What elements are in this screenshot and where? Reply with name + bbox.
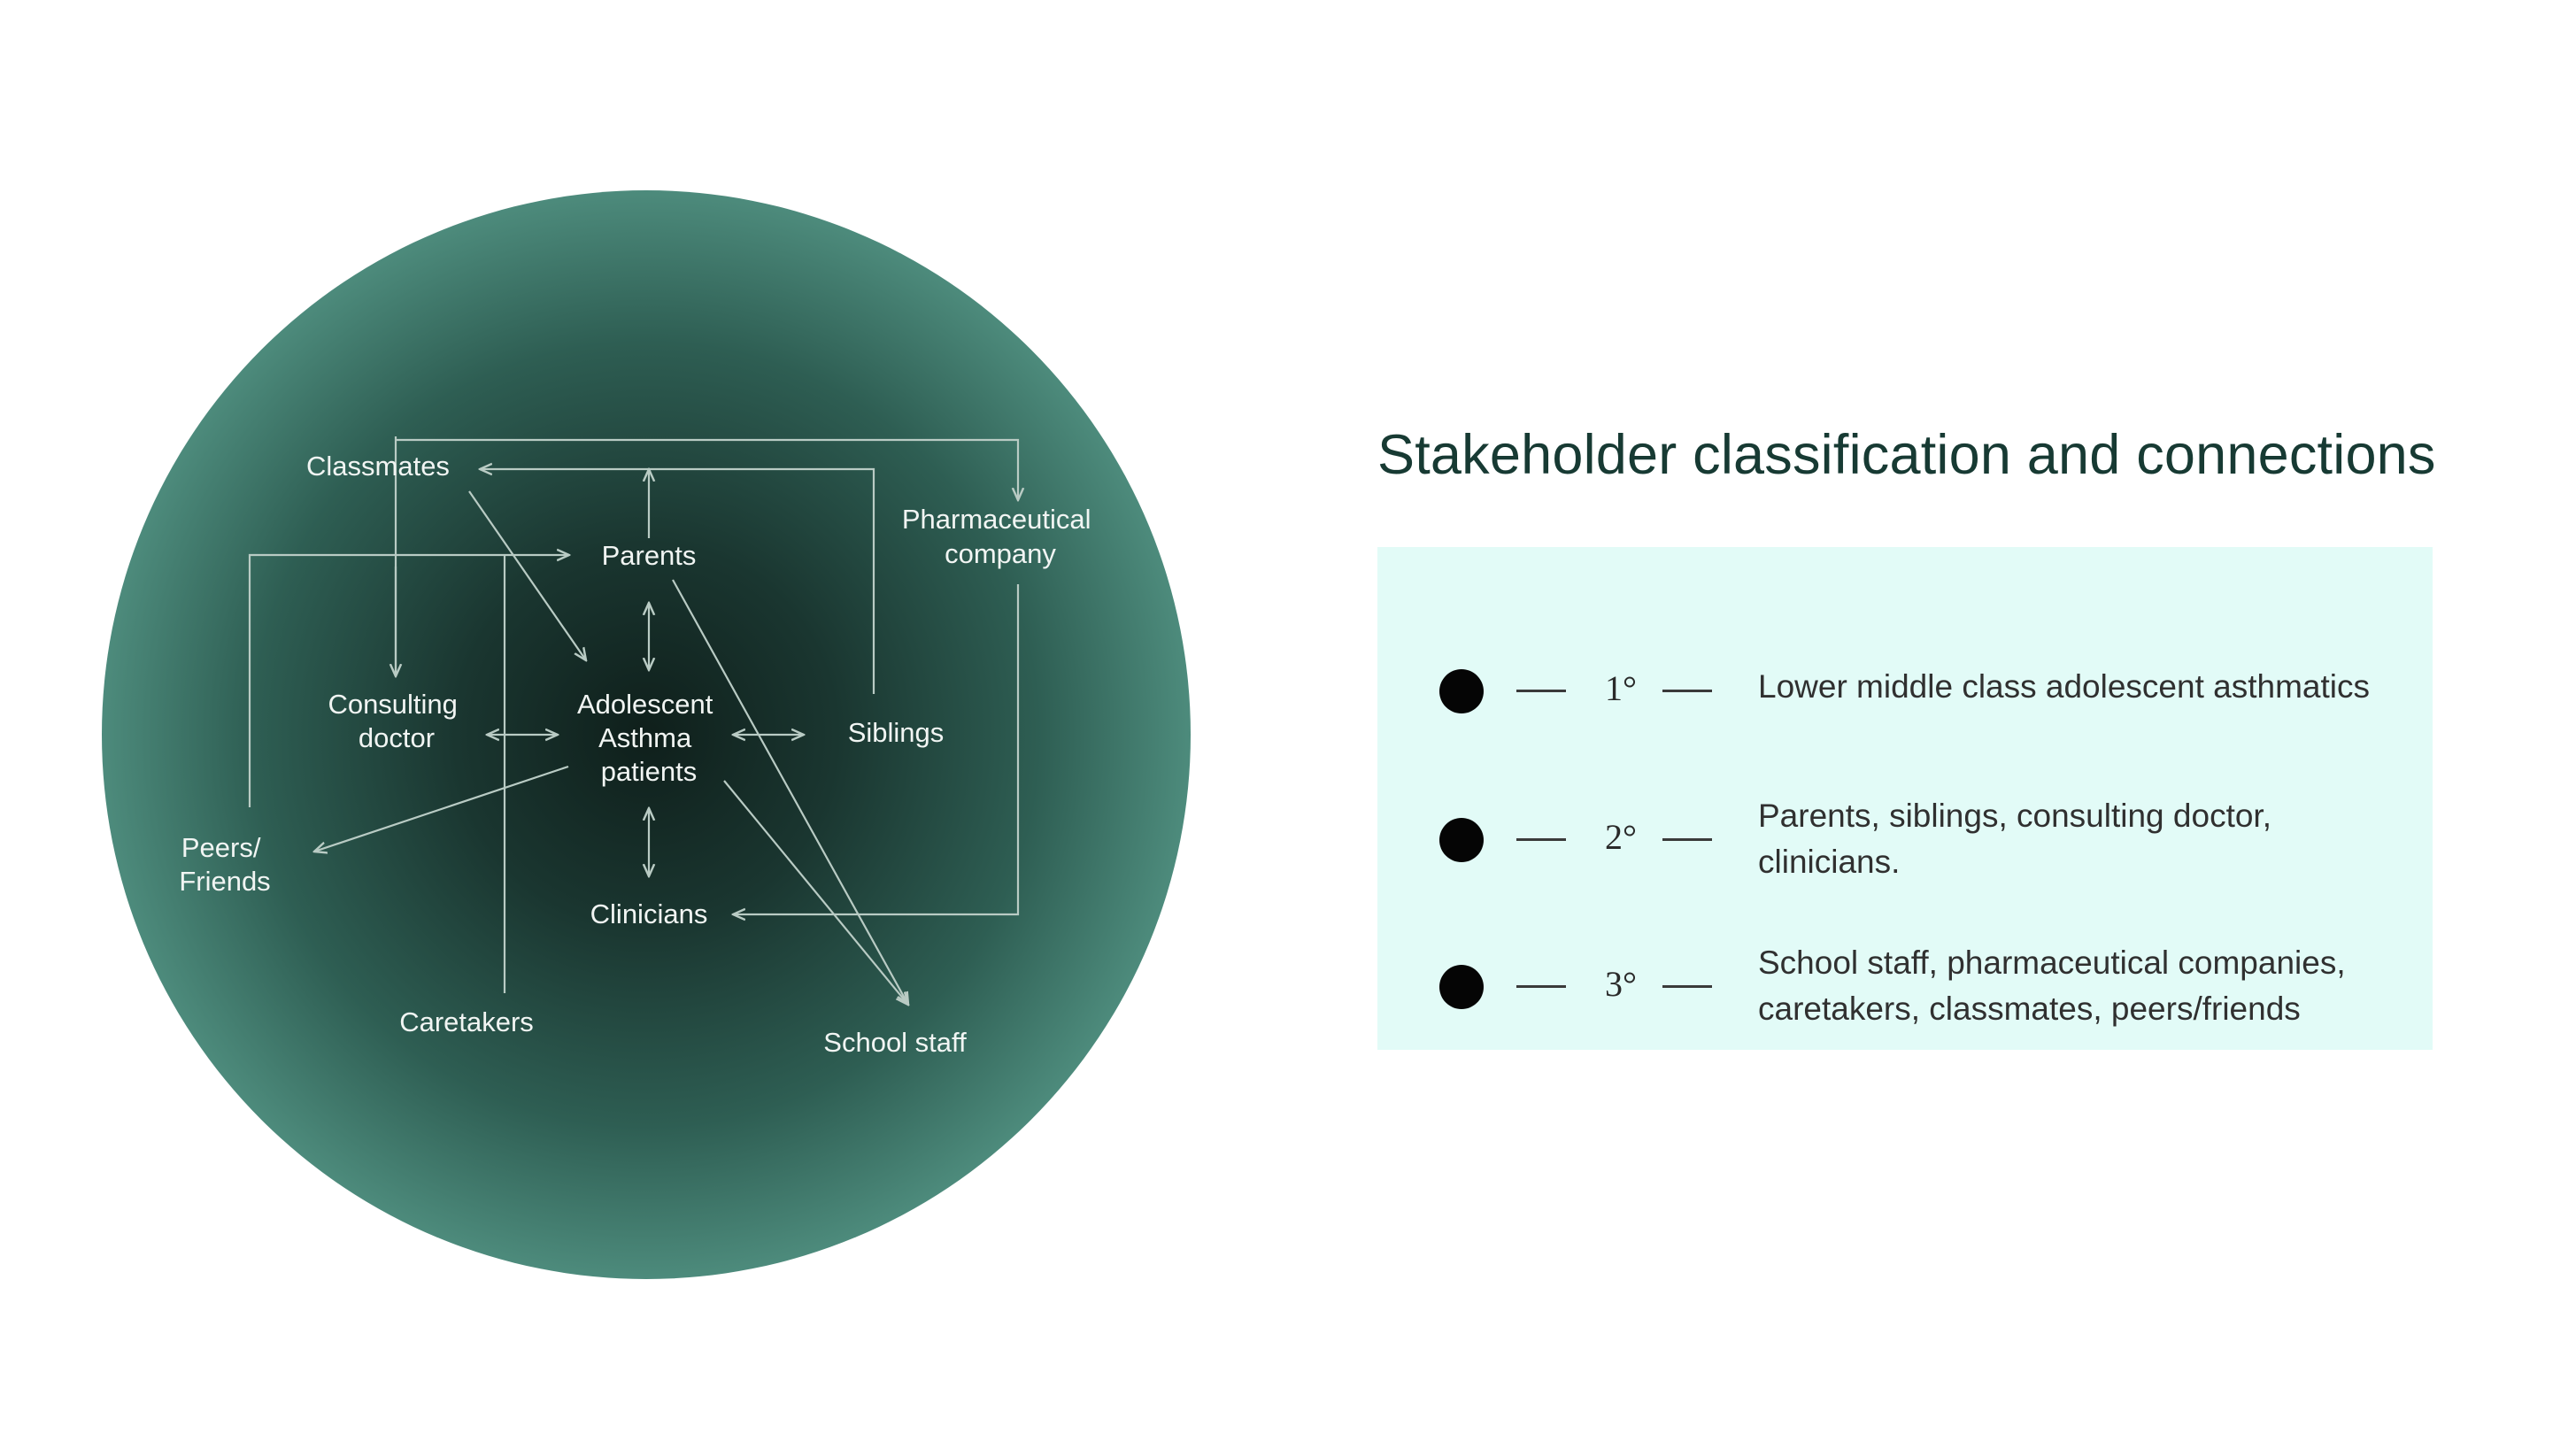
connector-classmates-to-center	[468, 490, 586, 660]
connector-siblings-classmates	[480, 469, 875, 694]
legend-dash	[1662, 838, 1712, 841]
legend-text: School staff, pharmaceutical companies, …	[1758, 944, 2346, 1027]
stakeholder-sphere	[102, 190, 1191, 1279]
node-siblings: Siblings	[848, 717, 945, 748]
legend-degree: 3°	[1605, 964, 1637, 1004]
legend-panel: 1° Lower middle class adolescent asthmat…	[1377, 547, 2433, 1050]
legend-dash	[1662, 985, 1712, 988]
node-peers-friends: Peers/ Friends	[179, 832, 270, 897]
legend-text: Lower middle class adolescent asthmatics	[1758, 668, 2370, 705]
node-adolescent-asthma-patients: Adolescent Asthma patients	[577, 689, 721, 787]
legend-text: Parents, siblings, consulting doctor, cl…	[1758, 798, 2271, 880]
connection-lines	[248, 436, 1020, 1005]
node-classmates: Classmates	[306, 451, 450, 482]
node-parents: Parents	[602, 540, 697, 571]
stakeholder-labels: Classmates Parents Pharmaceutical compan…	[179, 451, 1099, 1058]
legend-row-primary: 1° Lower middle class adolescent asthmat…	[1377, 600, 2433, 713]
legend-dash	[1516, 690, 1566, 692]
legend-dot-icon	[1439, 818, 1484, 862]
legend-row-secondary: 2° Parents, siblings, consulting doctor,…	[1377, 749, 2433, 880]
legend-dash	[1662, 690, 1712, 692]
node-caretakers: Caretakers	[399, 1006, 534, 1037]
legend-dash	[1516, 838, 1566, 841]
legend-row-tertiary: 3° School staff, pharmaceutical companie…	[1377, 896, 2433, 1027]
node-clinicians: Clinicians	[590, 898, 708, 929]
connector-center-to-peers	[314, 765, 569, 852]
connector-peers-to-parents	[248, 555, 569, 807]
legend-dot-icon	[1439, 669, 1484, 713]
node-pharmaceutical-company: Pharmaceutical company	[902, 504, 1099, 569]
connector-parents-to-school	[672, 579, 908, 1005]
connector-pharma-to-clinicians	[733, 584, 1020, 914]
node-consulting-doctor: Consulting doctor	[328, 689, 465, 753]
connector-center-to-school	[723, 780, 908, 1005]
page-title: Stakeholder classification and connectio…	[1377, 424, 2436, 486]
legend-dot-icon	[1439, 965, 1484, 1009]
legend-degree: 1°	[1605, 668, 1637, 708]
legend-dash	[1516, 985, 1566, 988]
stakeholder-diagram: Classmates Parents Pharmaceutical compan…	[102, 190, 1191, 1279]
legend-degree: 2°	[1605, 817, 1637, 857]
node-school-staff: School staff	[823, 1027, 967, 1058]
